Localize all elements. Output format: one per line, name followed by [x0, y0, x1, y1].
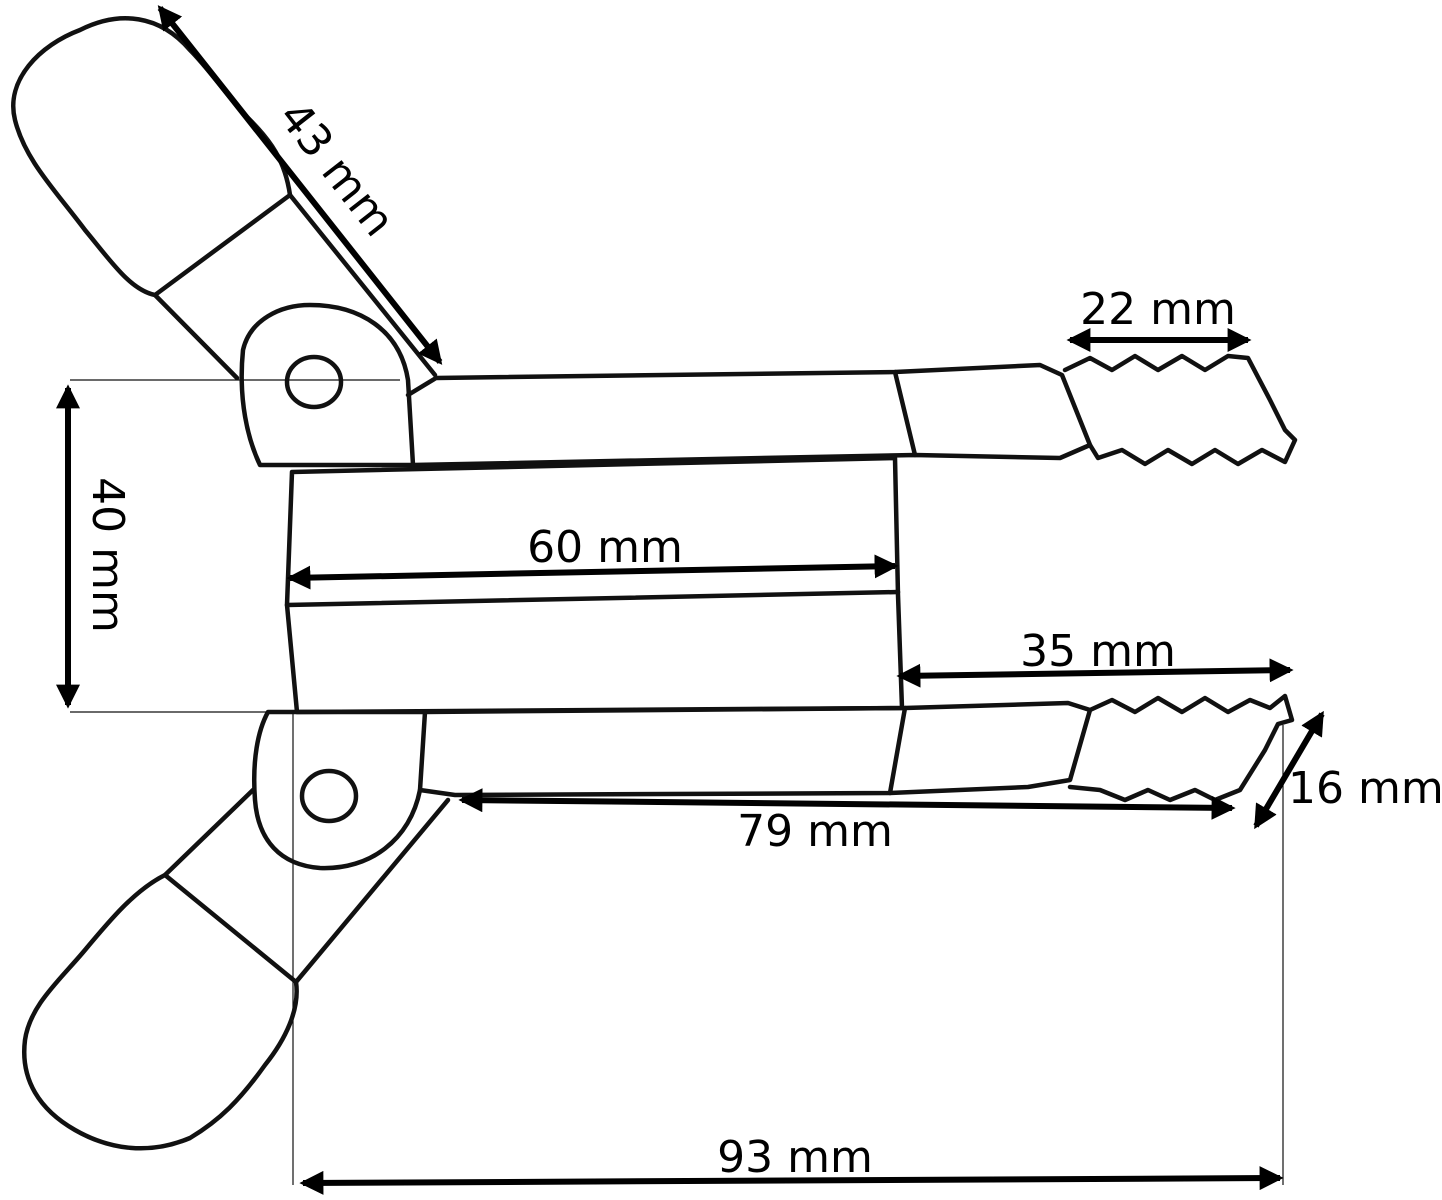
dimension-handle-length: 43 mm: [157, 5, 443, 365]
label-jaw-width: 16 mm: [1288, 763, 1442, 814]
lower-handle-grip: [22, 872, 299, 1151]
label-jaw-tip-length: 22 mm: [1080, 284, 1236, 335]
upper-pivot-lug: [239, 302, 416, 468]
lower-jaw-tip: [1067, 693, 1295, 803]
dimension-jaw-length: 35 mm: [896, 626, 1294, 688]
upper-jaw-arm: [405, 362, 1093, 468]
label-body-length: 60 mm: [527, 522, 683, 573]
dimension-jaw-width: 16 mm: [1253, 710, 1442, 830]
dimension-arm-length: 79 mm: [458, 788, 1236, 857]
clamp-body: [284, 455, 905, 715]
dimension-body-length: 60 mm: [286, 522, 899, 590]
label-height: 40 mm: [82, 477, 133, 633]
lower-pivot-lug: [251, 709, 428, 871]
label-overall-length: 93 mm: [717, 1132, 873, 1183]
dimension-jaw-tip-length: 22 mm: [1066, 284, 1252, 352]
label-arm-length: 79 mm: [737, 806, 893, 857]
upper-jaw-tip: [1062, 353, 1298, 467]
upper-handle-grip: [11, 16, 293, 298]
dimension-overall-length: 93 mm: [299, 1132, 1284, 1195]
label-jaw-length: 35 mm: [1020, 626, 1176, 677]
dimension-height: 40 mm: [56, 384, 133, 709]
lower-handle-stem: [162, 787, 451, 985]
lower-pivot-hole: [299, 768, 359, 824]
lower-jaw-arm: [417, 700, 1093, 798]
upper-pivot-hole: [284, 354, 344, 410]
extension-lines: [70, 379, 1284, 1185]
